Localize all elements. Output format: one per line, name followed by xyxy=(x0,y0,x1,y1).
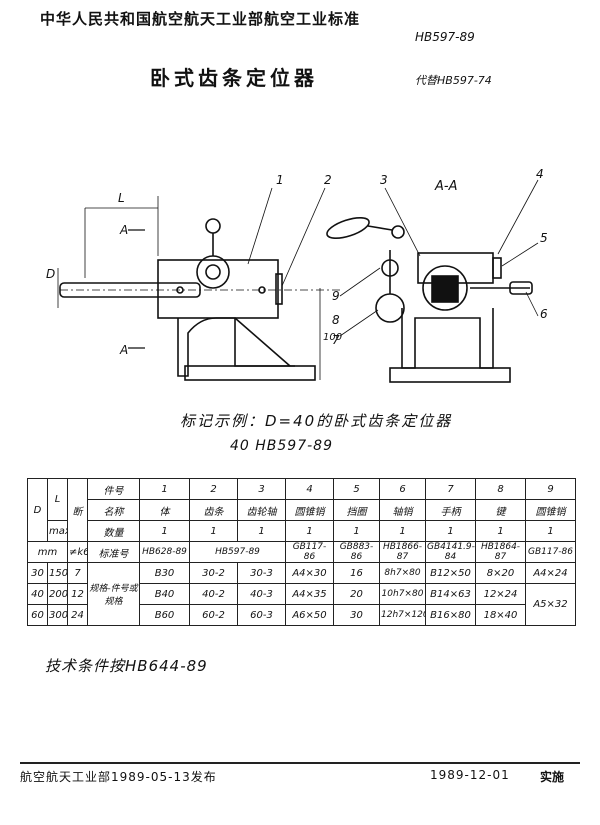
section-view xyxy=(326,179,539,383)
callout-8: 8 xyxy=(332,313,340,327)
callout-2: 2 xyxy=(324,173,332,187)
table-row: 名称 体 齿条 齿轮轴 圆锥销 挡圈 轴销 手柄 键 圆锥销 xyxy=(28,499,576,521)
callout-3: 3 xyxy=(380,173,388,187)
section-marker-bottom: A xyxy=(119,343,128,357)
marking-example-code: 40 HB597-89 xyxy=(230,438,333,454)
implement-label: 实施 xyxy=(540,770,565,784)
technical-conditions: 技术条件按HB644-89 xyxy=(45,657,208,675)
callout-9: 9 xyxy=(332,289,340,303)
callout-5: 5 xyxy=(540,231,548,245)
replaces-note: 代替HB597-74 xyxy=(415,74,492,87)
section-marker-top: A xyxy=(119,223,128,237)
table-row: 60 300 24 B60 60-2 60-3 A6×50 30 12h7×12… xyxy=(27,604,576,626)
footer-divider xyxy=(20,762,580,764)
dim-D-label: D xyxy=(46,267,55,281)
side-view xyxy=(57,187,340,381)
table-row: mm ≠k6 标准号 HB628-89 HB597-89 GB117-86 GB… xyxy=(27,541,576,563)
table-row: max 数量 1 1 1 1 1 1 1 1 1 xyxy=(28,520,576,542)
callout-4: 4 xyxy=(536,168,544,181)
organization-header: 中华人民共和国航空航天工业部航空工业标准 xyxy=(40,10,361,28)
effective-date: 1989-12-01 xyxy=(430,768,510,782)
technical-drawing: L D 100 A A A-A 1 2 3 4 5 6 7 8 9 xyxy=(46,168,548,383)
callout-6: 6 xyxy=(540,307,548,321)
parts-spec-table: D L 断 件号 1 2 3 4 5 6 7 8 9 名称 体 齿条 齿轮轴 圆… xyxy=(27,478,576,626)
dim-L-label: L xyxy=(118,191,125,205)
dim-100-label: 100 xyxy=(323,332,342,343)
table-row: D L 断 件号 1 2 3 4 5 6 7 8 9 xyxy=(27,478,576,542)
table-row: 30 150 7 规格-件号或规格 B30 30-2 30-3 A4×30 16… xyxy=(27,562,576,626)
standard-number: HB597-89 xyxy=(415,30,475,44)
document-title: 卧式齿条定位器 xyxy=(150,66,318,90)
section-label: A-A xyxy=(434,179,457,194)
callout-1: 1 xyxy=(276,173,284,187)
callout-7: 7 xyxy=(332,333,340,347)
marking-example: 标记示例：D=40的卧式齿条定位器 xyxy=(180,412,453,430)
issued-by: 航空航天工业部1989-05-13发布 xyxy=(20,770,217,784)
